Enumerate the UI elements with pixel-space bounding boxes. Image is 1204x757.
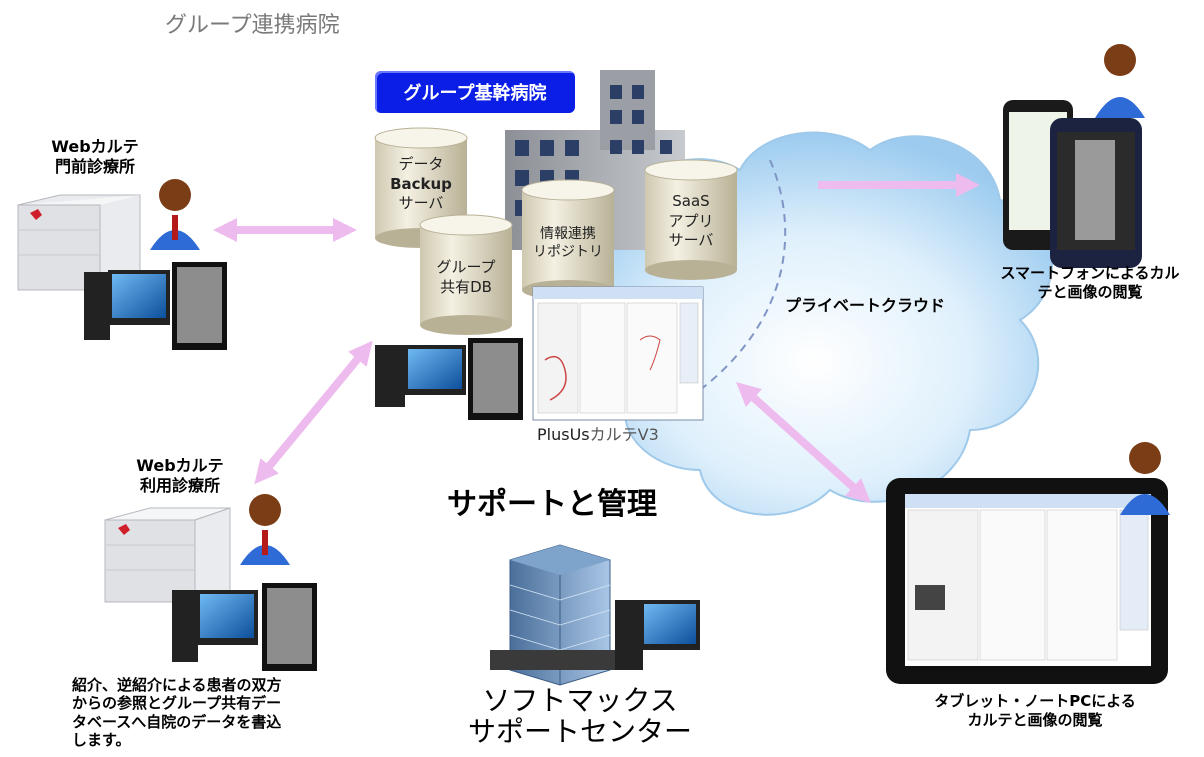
smartphone-caption: スマートフォンによるカル テと画像の閲覧 (985, 264, 1195, 302)
clinic-top-line-2: 門前診療所 (54, 157, 135, 176)
shared-db-cylinder (419, 214, 513, 335)
smartphone-device (1003, 100, 1142, 268)
core-hospital-text: グループ基幹病院 (403, 83, 547, 104)
arrow-cloud-to-tablet (736, 381, 871, 504)
doctor-tablet (1120, 442, 1170, 515)
backup-server-label: データ Backup サーバ (375, 155, 467, 214)
saas-server-label: SaaS アプリ サーバ (645, 192, 737, 251)
tablet-device (886, 478, 1168, 684)
shared-db-label: グループ 共有DB (420, 258, 512, 297)
shared-db-line-2: 共有DB (440, 277, 492, 296)
support-center-label: ソフトマックス サポートセンター (460, 684, 700, 748)
support-center-pc (615, 600, 700, 670)
smartphone-line-1: スマートフォンによるカル (1000, 264, 1180, 282)
hospital-workstation (375, 338, 523, 420)
repository-label: 情報連携 リポジトリ (522, 225, 614, 261)
clinic-bottom-pc (172, 583, 317, 671)
clinic-top-label: Webカルテ 門前診療所 (35, 137, 155, 177)
product-name-jp: カルテV3 (589, 425, 659, 444)
support-center-tower (490, 544, 630, 686)
clinic-top-line-1: Webカルテ (51, 137, 139, 156)
arrow-clinic-bottom-to-core (254, 340, 373, 485)
support-heading: サポートと管理 (447, 487, 657, 522)
tablet-line-1: タブレット・ノートPCによる (934, 692, 1136, 710)
plusus-karte-screenshot (532, 286, 704, 421)
referral-note-line-3: タベースへ自院のデータを書込 (72, 712, 282, 731)
core-hospital-label: グループ基幹病院 (375, 71, 575, 113)
doctor-smartphone (1095, 44, 1145, 118)
clinic-bottom-line-2: 利用診療所 (139, 476, 220, 495)
tablet-line-2: カルテと画像の閲覧 (967, 710, 1103, 729)
smartphone-line-2: テと画像の閲覧 (1037, 282, 1143, 301)
saas-server-cylinder (644, 159, 738, 280)
group-hospitals-title: グループ連携病院 (165, 13, 340, 38)
support-center-line-1: ソフトマックス (482, 684, 678, 717)
backup-line-1: データ (398, 155, 444, 173)
referral-note-line-4: します。 (72, 730, 131, 749)
product-name-en: PlusUs (537, 425, 590, 444)
saas-line-1: SaaS (672, 192, 710, 210)
backup-line-2: Backup (390, 174, 452, 193)
repository-line-2: リポジトリ (533, 244, 603, 261)
saas-line-2: アプリ (668, 211, 714, 230)
referral-note-line-1: 紹介、逆紹介による患者の双方 (72, 676, 282, 694)
doctor-bottom-left (240, 494, 290, 565)
shared-db-line-1: グループ (436, 258, 496, 276)
clinic-top-pc (84, 262, 227, 350)
clinic-bottom-label: Webカルテ 利用診療所 (120, 456, 240, 496)
doctor-top-left (150, 179, 200, 250)
private-cloud-label: プライベートクラウド (785, 296, 946, 315)
referral-note: 紹介、逆紹介による患者の双方 からの参照とグループ共有デー タベースへ自院のデー… (72, 676, 282, 749)
saas-line-3: サーバ (668, 231, 714, 249)
referral-note-line-2: からの参照とグループ共有デー (72, 694, 282, 713)
repository-line-1: 情報連携 (540, 226, 596, 242)
clinic-bottom-line-1: Webカルテ (136, 456, 224, 475)
tablet-caption: タブレット・ノートPCによる カルテと画像の閲覧 (925, 692, 1145, 730)
support-center-line-2: サポートセンター (467, 714, 692, 748)
backup-line-3: サーバ (398, 194, 444, 212)
product-name: PlusUsカルテV3 (537, 425, 659, 445)
clinic-bottom-building (104, 507, 231, 603)
